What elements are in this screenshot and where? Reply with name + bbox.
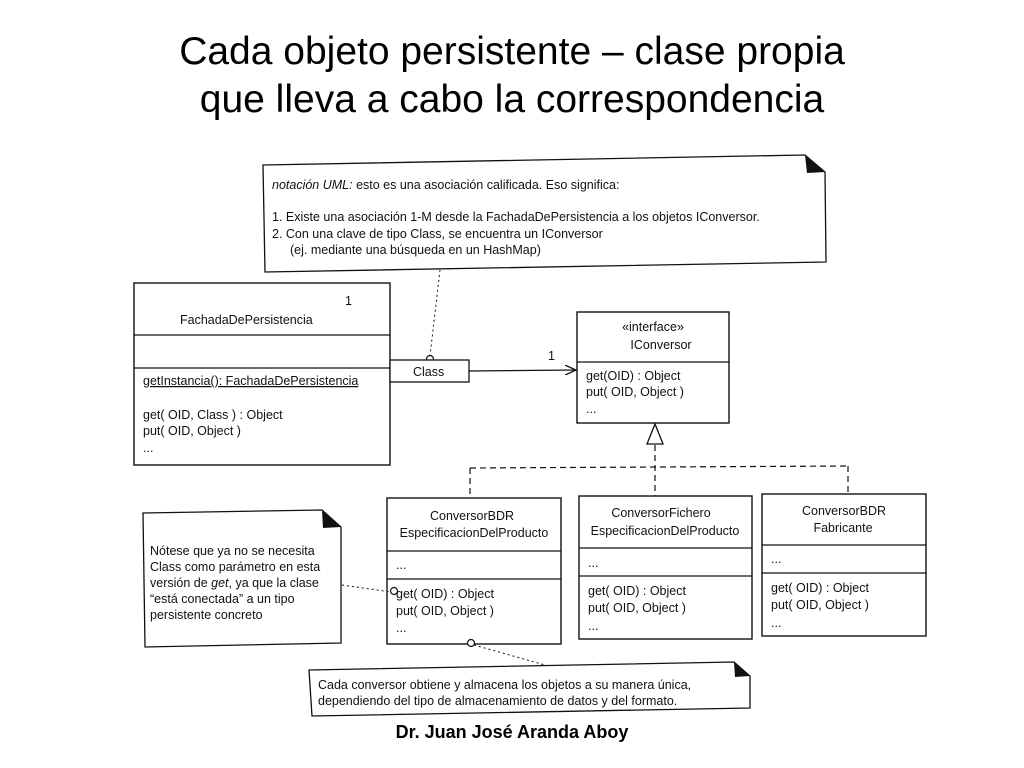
conv1-op-more: ...	[396, 621, 406, 635]
author-footer: Dr. Juan José Aranda Aboy	[395, 722, 629, 742]
iconversor-op-more: ...	[586, 402, 596, 416]
left-note-connector	[341, 584, 392, 593]
left-note-line-3-em: get	[211, 576, 229, 590]
fachada-op-get: get( OID, Class ) : Object	[143, 408, 283, 422]
qualifier-class: Class	[389, 359, 470, 383]
svg-text:notación UML: esto es una asoc: notación UML: esto es una asociación cal…	[272, 178, 619, 192]
iconversor-stereotype: «interface»	[622, 320, 684, 334]
conv3-name-line-2: Fabricante	[813, 521, 872, 535]
slide-title-line-2: que lleva a cabo la correspondencia	[199, 78, 825, 121]
conv2-op-more: ...	[588, 619, 598, 633]
fachada-op-more: ...	[143, 441, 153, 455]
fachada-class-name: FachadaDePersistencia	[180, 313, 313, 327]
uml-notation-note: notación UML: esto es una asociación cal…	[262, 154, 827, 273]
conv2-op-get: get( OID) : Object	[588, 584, 686, 598]
conv2-name-line-1: ConversorFichero	[611, 506, 710, 520]
bottom-note-anchor	[466, 638, 476, 648]
conv3-op-more: ...	[771, 616, 781, 630]
iconversor-op-put: put( OID, Object )	[586, 385, 684, 399]
uml-note-label: notación UML:	[272, 178, 353, 192]
uml-note-line-4: (ej. mediante una búsqueda en un HashMap…	[290, 243, 541, 257]
left-note-line-3a: versión de	[150, 576, 211, 590]
conv1-name-line-2: EspecificacionDelProducto	[400, 526, 549, 540]
iconversor-op-get: get(OID) : Object	[586, 369, 681, 383]
conv2-op-put: put( OID, Object )	[588, 601, 686, 615]
bottom-note-line-1: Cada conversor obtiene y almacena los ob…	[318, 678, 691, 692]
conv3-op-put: put( OID, Object )	[771, 598, 869, 612]
bottom-note-connector	[473, 644, 546, 666]
uml-note-line-2: 1. Existe una asociación 1-M desde la Fa…	[272, 210, 760, 224]
iconversor-name: IConversor	[630, 338, 691, 352]
slide-title: Cada objeto persistente – clase propia q…	[0, 28, 1024, 124]
conv3-name-line-1: ConversorBDR	[802, 504, 886, 518]
fachada-multiplicity: 1	[345, 294, 352, 308]
conv2-name-line-2: EspecificacionDelProducto	[591, 524, 740, 538]
uml-note-line-1: esto es una asociación calificada. Eso s…	[353, 178, 620, 192]
slide-title-line-1: Cada objeto persistente – clase propia	[179, 30, 845, 73]
left-note-line-4: “está conectada” a un tipo	[150, 592, 295, 606]
conv3-op-get: get( OID) : Object	[771, 581, 869, 595]
class-conversor-fichero-especificacion: ConversorFichero EspecificacionDelProduc…	[578, 495, 753, 640]
conv1-attrs: ...	[396, 558, 406, 572]
association-multiplicity: 1	[548, 349, 555, 363]
left-note-line-2: Class como parámetro en esta	[150, 560, 320, 574]
svg-text:versión de get, ya que la clas: versión de get, ya que la clase	[150, 576, 319, 590]
conversor-storage-note: Cada conversor obtiene y almacena los ob…	[308, 661, 751, 717]
left-note-line-3b: , ya que la clase	[229, 576, 319, 590]
realization-triangle	[646, 422, 664, 445]
interface-iconversor: «interface» IConversor get(OID) : Object…	[576, 311, 730, 424]
class-conversor-bdr-especificacion: ConversorBDR EspecificacionDelProducto .…	[386, 497, 562, 645]
left-note-anchor	[389, 586, 399, 596]
class-conversor-bdr-fabricante: ConversorBDR Fabricante ... get( OID) : …	[761, 493, 927, 637]
conv1-name-line-1: ConversorBDR	[430, 509, 514, 523]
left-note-line-5: persistente concreto	[150, 608, 263, 622]
association-arrow	[468, 370, 576, 371]
conv3-attrs: ...	[771, 552, 781, 566]
fachada-op-put: put( OID, Object )	[143, 424, 241, 438]
class-fachada-de-persistencia: 1 FachadaDePersistencia getInstancia(): …	[133, 282, 391, 466]
left-note-line-1: Nótese que ya no se necesita	[150, 544, 315, 558]
get-parameter-note: Nótese que ya no se necesita Class como …	[142, 509, 342, 648]
conv1-op-put: put( OID, Object )	[396, 604, 494, 618]
realization-lines	[469, 445, 849, 498]
conv1-op-get: get( OID) : Object	[396, 587, 494, 601]
conv2-attrs: ...	[588, 556, 598, 570]
uml-note-connector	[429, 269, 441, 357]
qualifier-label: Class	[413, 365, 444, 379]
uml-note-line-3: 2. Con una clave de tipo Class, se encue…	[272, 227, 603, 241]
bottom-note-line-2: dependiendo del tipo de almacenamiento d…	[318, 694, 677, 708]
fachada-op-getinstancia: getInstancia(): FachadaDePersistencia	[143, 374, 358, 388]
